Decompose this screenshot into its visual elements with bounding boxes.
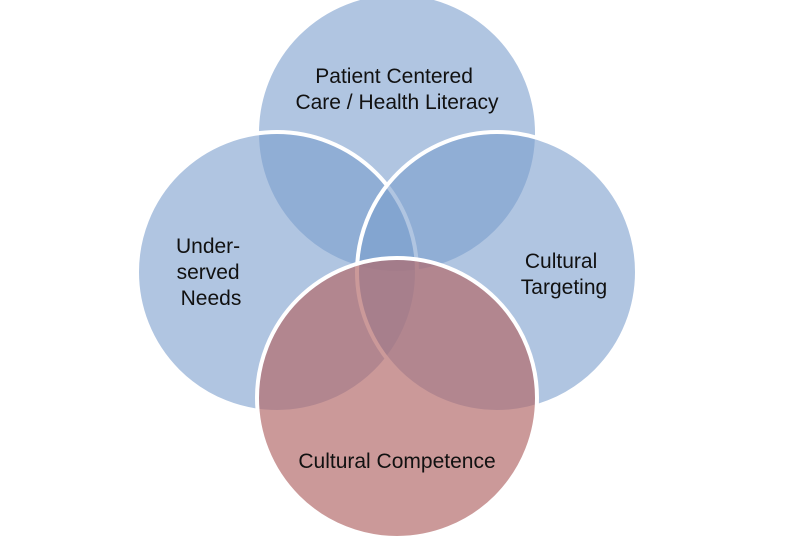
label-left-line-1: Under- xyxy=(176,235,240,258)
label-bottom-line-1: Cultural Competence xyxy=(298,450,495,473)
label-left: Under- served Needs xyxy=(176,235,246,310)
label-top-line-1: Patient Centered xyxy=(315,65,473,88)
label-top-line-2: Care / Health Literacy xyxy=(295,91,499,114)
label-right-line-1: Cultural xyxy=(525,250,597,273)
label-right: Cultural Targeting xyxy=(521,250,607,299)
circle-bottom xyxy=(255,256,539,540)
label-left-line-2: served xyxy=(177,261,240,284)
label-top: Patient Centered Care / Health Literacy xyxy=(295,65,499,114)
label-left-line-3: Needs xyxy=(181,287,242,310)
label-bottom: Cultural Competence xyxy=(298,450,495,473)
label-right-line-2: Targeting xyxy=(521,276,607,299)
